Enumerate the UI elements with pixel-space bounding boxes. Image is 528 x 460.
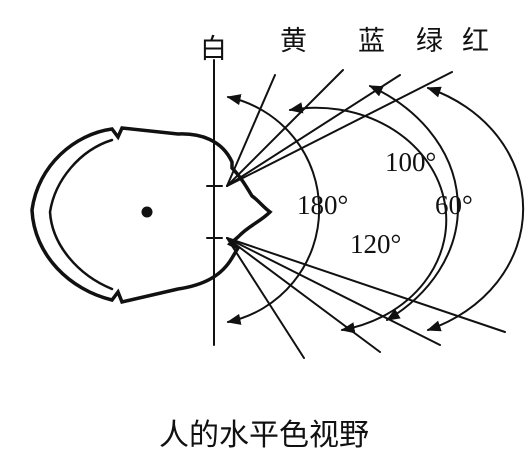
angle-label-100: 100°	[385, 147, 436, 177]
label-blue: 蓝	[358, 26, 385, 57]
arc-60	[426, 86, 525, 332]
arc-100	[368, 85, 459, 321]
head-center-dot	[141, 206, 153, 218]
label-green: 绿	[416, 26, 443, 57]
figure-caption: 人的水平色视野	[159, 418, 369, 453]
label-yellow: 黄	[280, 26, 307, 57]
color-field-diagram: 白 黄 蓝 绿 红 180° 120° 100° 60°	[30, 26, 525, 359]
angle-label-60: 60°	[435, 190, 473, 220]
angle-label-180: 180°	[297, 190, 348, 220]
angle-label-120: 120°	[350, 229, 401, 259]
head-outline	[30, 126, 273, 305]
label-red: 红	[462, 26, 489, 57]
label-white: 白	[200, 34, 227, 65]
